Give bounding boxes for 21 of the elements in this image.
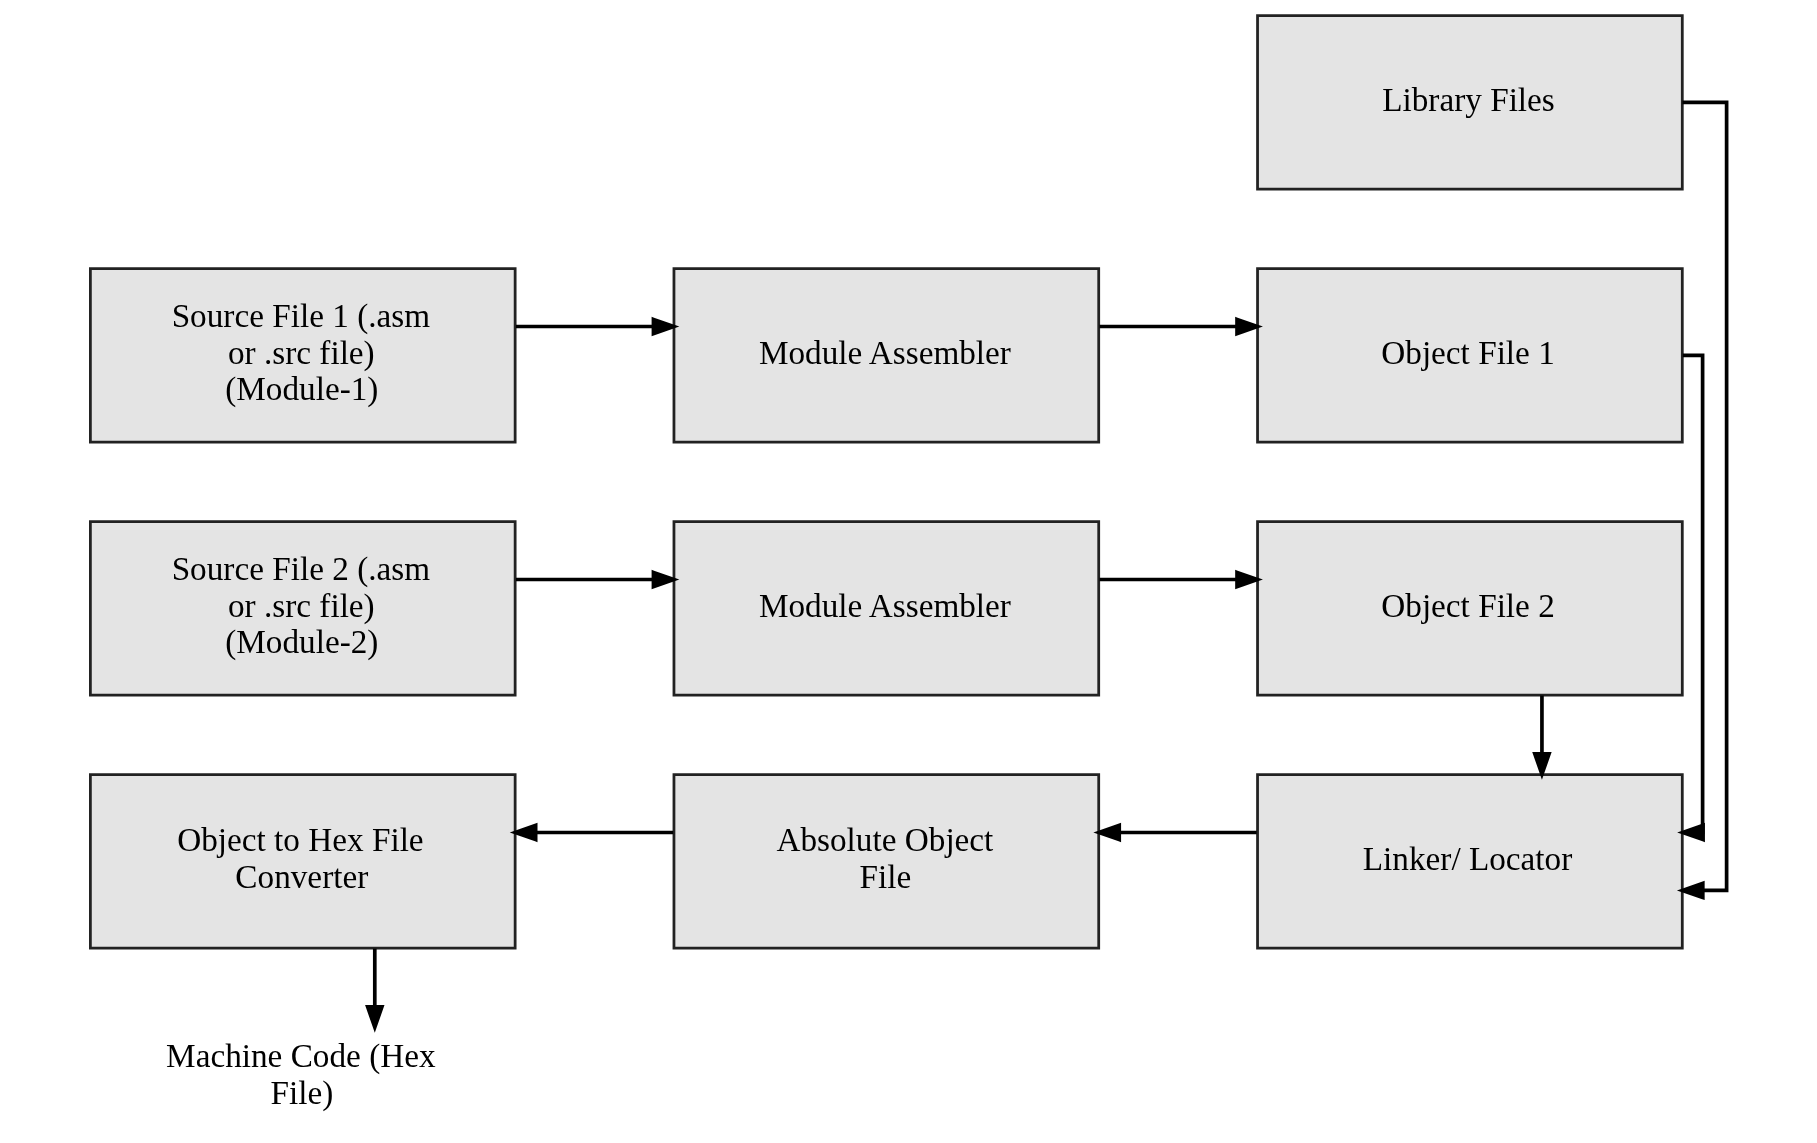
arrow [1676, 100, 1729, 901]
node-box: Linker/ Locator [1256, 773, 1684, 950]
arrow [1093, 822, 1257, 843]
arrow [1099, 569, 1263, 590]
arrow [1532, 695, 1552, 780]
arrow [515, 316, 680, 337]
node-box: Library Files [1256, 14, 1684, 191]
arrow [1677, 353, 1705, 843]
node-box: Source File 1 (.asm or .src file) (Module-1) [89, 267, 517, 444]
arrow [365, 948, 385, 1033]
node-box: Object to Hex File Converter [89, 773, 517, 950]
node-box: Module Assembler [672, 267, 1101, 444]
node-box: Source File 2 (.asm or .src file) (Module-2) [89, 520, 517, 697]
node-box: Absolute Object File [672, 773, 1101, 950]
arrow [509, 822, 674, 843]
node-text: Machine Code (Hex File) [166, 1037, 436, 1112]
arrow [1099, 316, 1263, 337]
node-box: Object File 1 [1256, 267, 1684, 444]
node-box: Module Assembler [672, 520, 1101, 697]
node-box: Object File 2 [1256, 520, 1684, 697]
arrow [515, 569, 680, 590]
